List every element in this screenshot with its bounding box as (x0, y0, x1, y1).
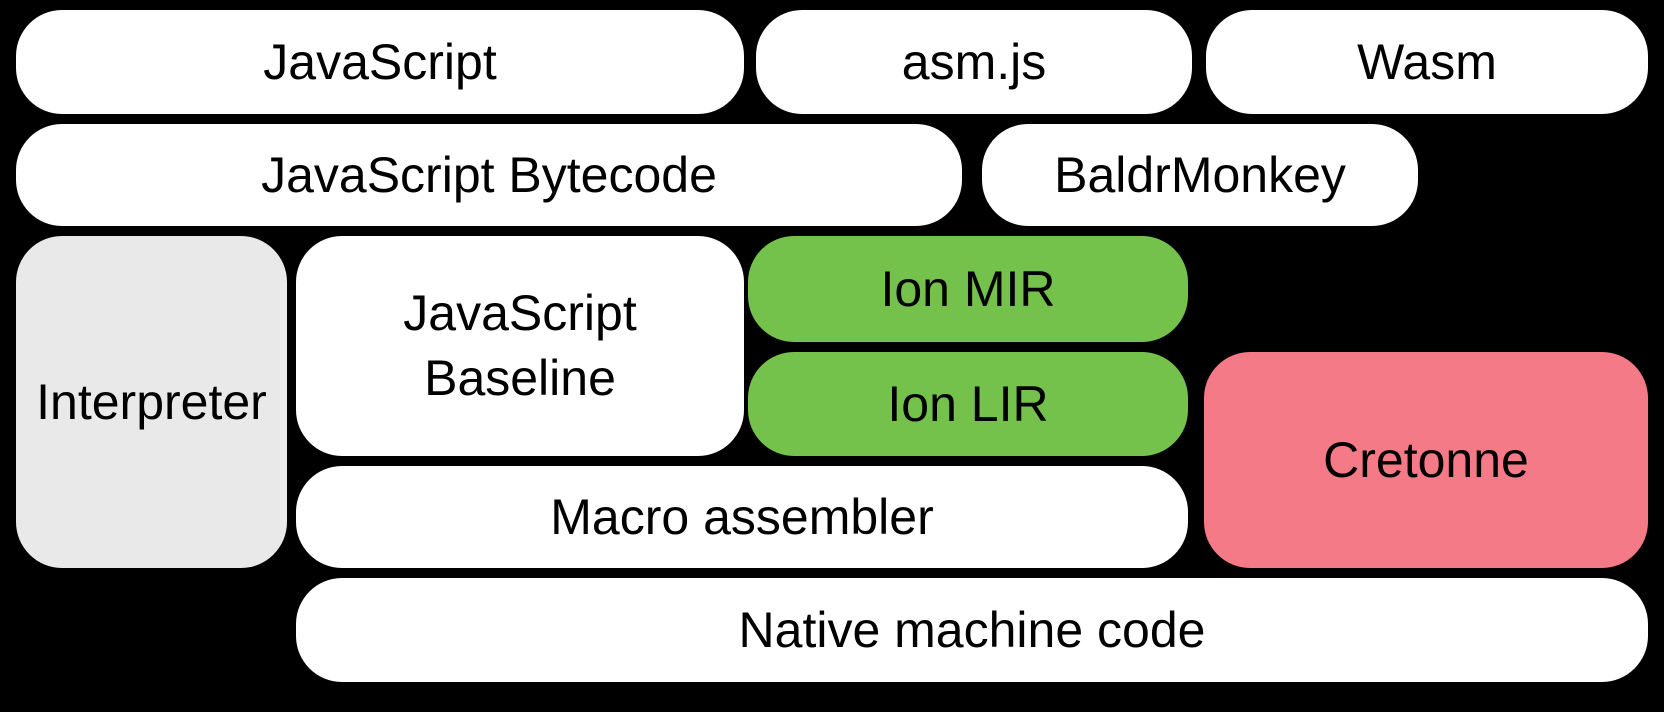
node-asmjs: asm.js (756, 10, 1192, 114)
node-wasm: Wasm (1206, 10, 1648, 114)
node-macro-assembler: Macro assembler (296, 466, 1188, 568)
node-ion-lir: Ion LIR (748, 352, 1188, 456)
node-cretonne: Cretonne (1204, 352, 1648, 568)
node-interpreter: Interpreter (16, 236, 287, 568)
node-native-machine-code: Native machine code (296, 578, 1648, 682)
node-javascript: JavaScript (16, 10, 744, 114)
node-javascript-baseline: JavaScript Baseline (296, 236, 744, 456)
node-ion-mir: Ion MIR (748, 236, 1188, 342)
node-javascript-bytecode: JavaScript Bytecode (16, 124, 962, 226)
node-baldrmonkey: BaldrMonkey (982, 124, 1418, 226)
